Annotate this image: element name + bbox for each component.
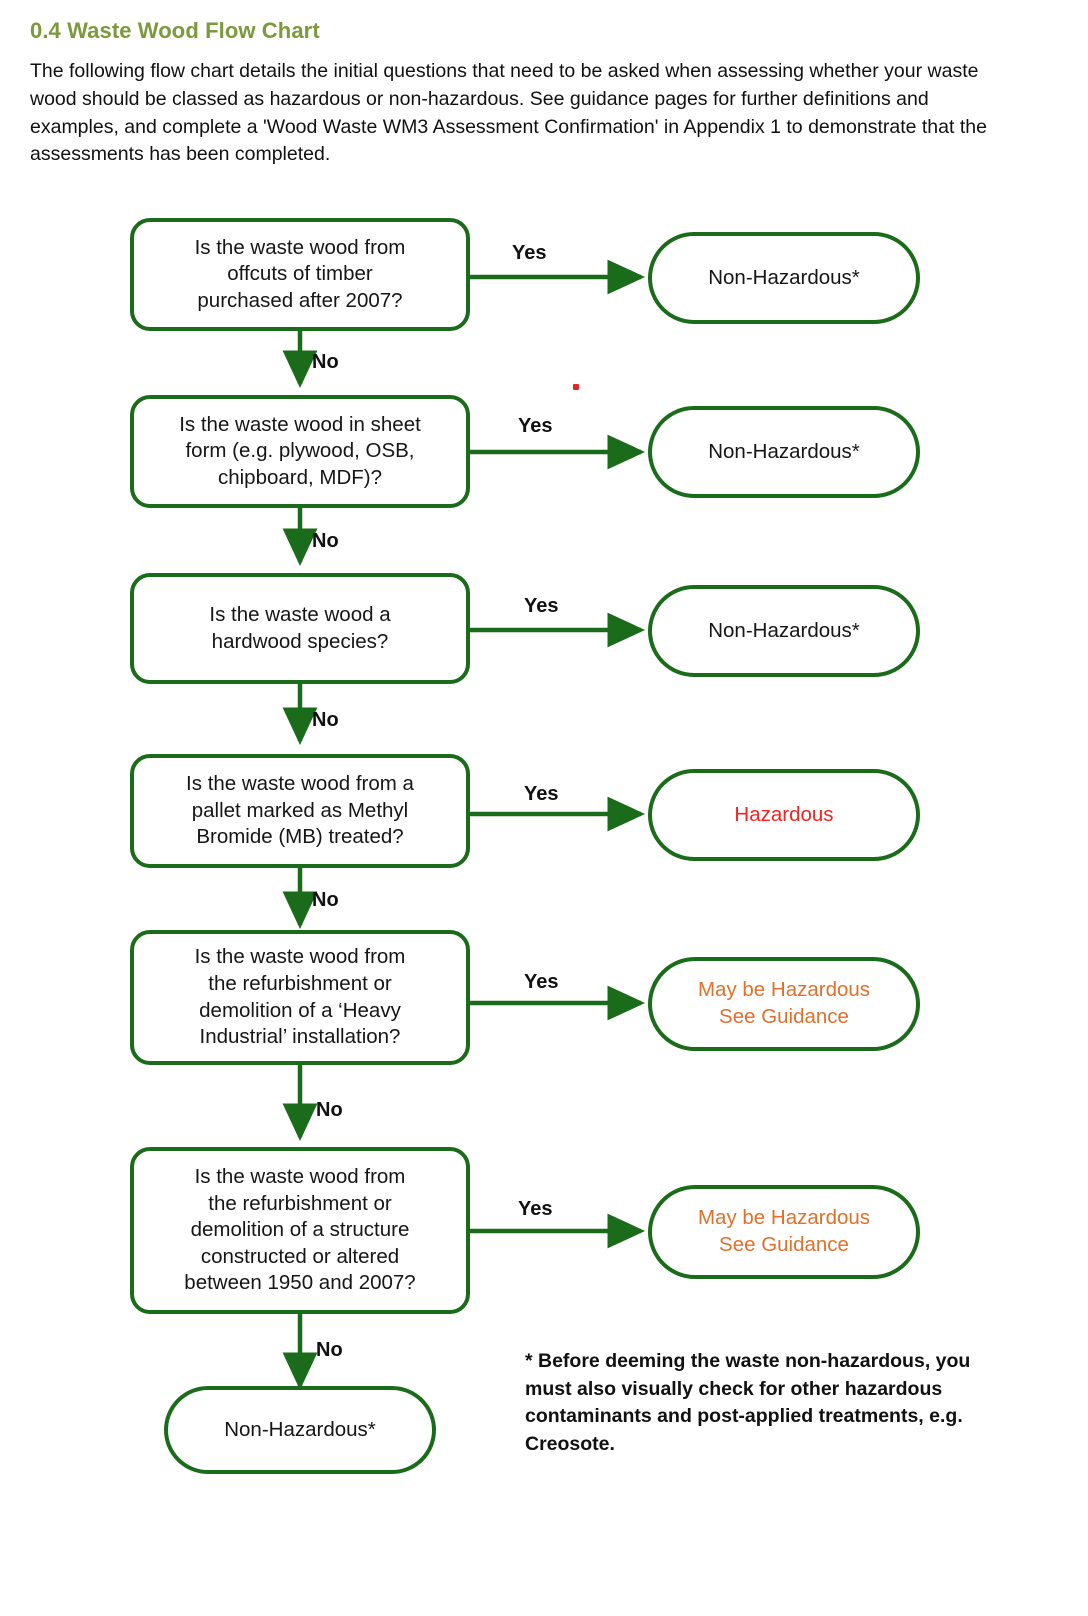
decision-node-heavy-industrial[interactable]: Is the waste wood from the refurbishment… xyxy=(130,930,470,1065)
node-label: Non-Hazardous* xyxy=(224,1417,376,1441)
edge-label-no-3: No xyxy=(312,709,339,731)
node-label: Is the waste wood from the refurbishment… xyxy=(184,1164,416,1295)
edge-label-no-1: No xyxy=(312,351,339,373)
node-label: Non-Hazardous* xyxy=(708,618,860,642)
decision-node-methyl-bromide-pallet[interactable]: Is the waste wood from a pallet marked a… xyxy=(130,754,470,868)
node-label: Non-Hazardous* xyxy=(708,265,860,289)
node-label: Is the waste wood in sheet form (e.g. pl… xyxy=(179,412,421,489)
node-label: Hazardous xyxy=(734,802,834,826)
outcome-node-non-hazardous-final[interactable]: Non-Hazardous* xyxy=(164,1386,436,1474)
edge-label-no-6: No xyxy=(316,1339,343,1361)
intro-paragraph: The following flow chart details the ini… xyxy=(30,60,987,166)
edge-label-yes-4: Yes xyxy=(524,783,559,805)
edge-label-yes-2: Yes xyxy=(518,415,553,437)
decision-node-hardwood-species[interactable]: Is the waste wood a hardwood species? xyxy=(130,573,470,684)
edge-label-yes-5: Yes xyxy=(524,971,559,993)
edge-label-yes-6: Yes xyxy=(518,1198,553,1220)
edge-label-yes-1: Yes xyxy=(512,242,547,264)
outcome-node-non-hazardous-1[interactable]: Non-Hazardous* xyxy=(648,232,920,324)
outcome-node-non-hazardous-2[interactable]: Non-Hazardous* xyxy=(648,406,920,498)
outcome-node-hazardous[interactable]: Hazardous xyxy=(648,769,920,861)
stray-red-dot-artifact xyxy=(573,384,579,390)
edge-label-no-4: No xyxy=(312,889,339,911)
footnote-text: * Before deeming the waste non-hazardous… xyxy=(525,1350,971,1456)
node-label: Is the waste wood from offcuts of timber… xyxy=(194,235,406,312)
node-label: May be Hazardous See Guidance xyxy=(697,978,871,1028)
decision-node-offcuts-after-2007[interactable]: Is the waste wood from offcuts of timber… xyxy=(130,218,470,331)
header-block: 0.4 Waste Wood Flow Chart The following … xyxy=(30,18,1020,169)
outcome-node-non-hazardous-3[interactable]: Non-Hazardous* xyxy=(648,585,920,677)
page-title: 0.4 Waste Wood Flow Chart xyxy=(30,18,320,43)
decision-node-structure-1950-2007[interactable]: Is the waste wood from the refurbishment… xyxy=(130,1147,470,1314)
outcome-node-may-be-hazardous-1[interactable]: May be Hazardous See Guidance xyxy=(648,957,920,1051)
decision-node-sheet-form[interactable]: Is the waste wood in sheet form (e.g. pl… xyxy=(130,395,470,508)
edge-label-yes-3: Yes xyxy=(524,595,559,617)
node-label: Is the waste wood from a pallet marked a… xyxy=(186,772,414,849)
edge-label-no-2: No xyxy=(312,530,339,552)
node-label: May be Hazardous See Guidance xyxy=(697,1206,871,1256)
node-label: Is the waste wood from the refurbishment… xyxy=(194,945,406,1049)
node-label: Non-Hazardous* xyxy=(708,439,860,463)
edge-label-no-5: No xyxy=(316,1099,343,1121)
node-label: Is the waste wood a hardwood species? xyxy=(209,602,391,653)
outcome-node-may-be-hazardous-2[interactable]: May be Hazardous See Guidance xyxy=(648,1185,920,1279)
